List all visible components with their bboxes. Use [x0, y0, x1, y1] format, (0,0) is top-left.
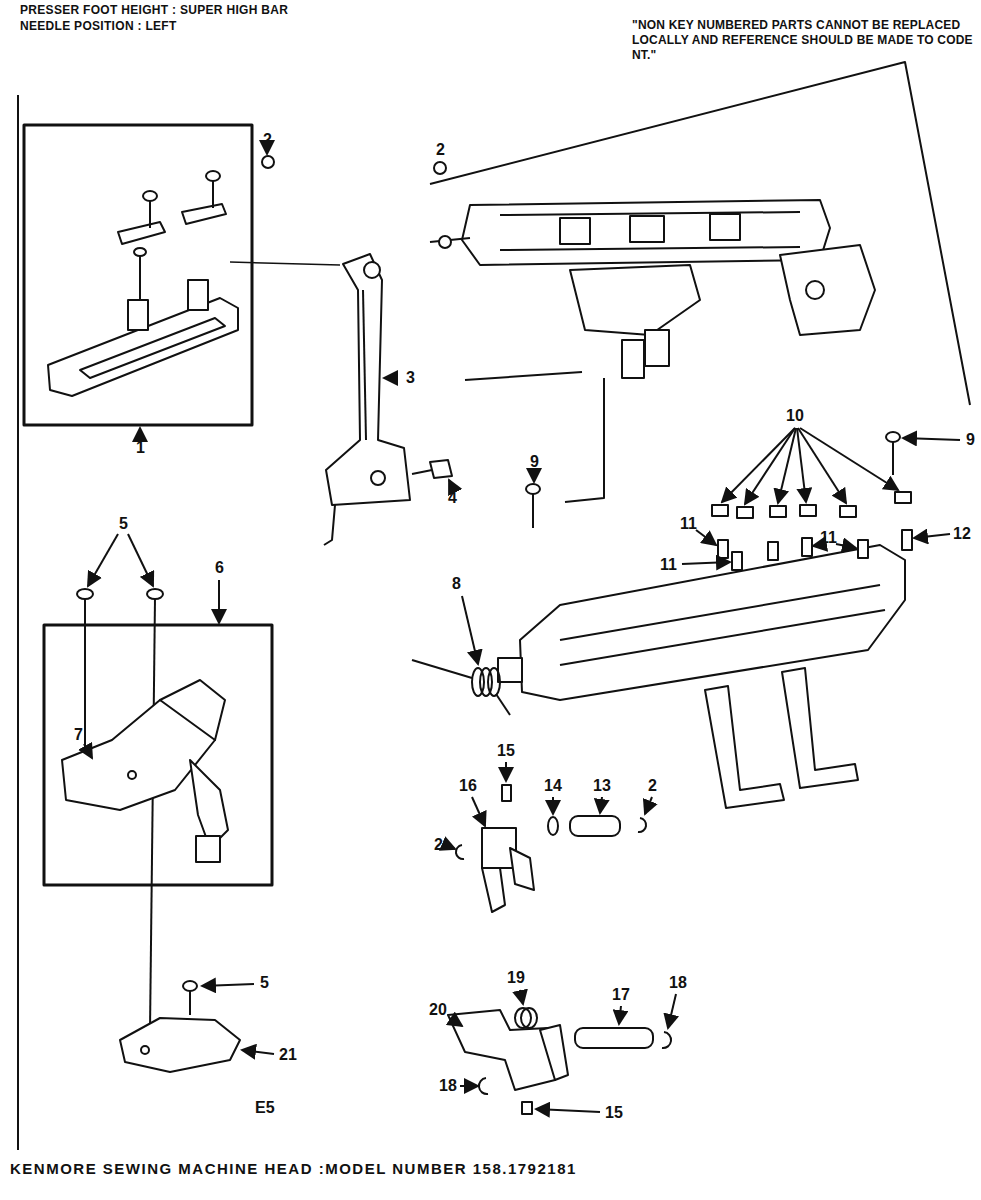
- callout-number: 21: [279, 1046, 297, 1064]
- callout-number: 14: [544, 777, 562, 795]
- callout-number: 6: [215, 559, 224, 577]
- callout-number: 8: [452, 575, 461, 593]
- callout-number: 2: [263, 131, 272, 149]
- callout-number: 1: [136, 439, 145, 457]
- callout-number: 13: [593, 777, 611, 795]
- callout-number: 2: [434, 836, 443, 854]
- callout-number: 11: [660, 556, 677, 574]
- callout-number: 5: [260, 974, 269, 992]
- callout-number: 9: [966, 431, 975, 449]
- callout-number: 11: [680, 515, 697, 533]
- callout-number: E5: [255, 1099, 275, 1117]
- callout-number: 15: [497, 742, 515, 760]
- callout-number: 9: [530, 453, 539, 471]
- callout-number: 15: [605, 1104, 623, 1122]
- callout-number: 11: [820, 529, 837, 547]
- callout-number: 3: [406, 369, 415, 387]
- callout-number: 17: [612, 986, 630, 1004]
- note-text: "NON KEY NUMBERED PARTS CANNOT BE REPLAC…: [632, 18, 977, 63]
- callout-number: 4: [448, 489, 457, 507]
- callout-number: 5: [119, 515, 128, 533]
- callout-number: 2: [648, 777, 657, 795]
- callout-number: 20: [429, 1001, 447, 1019]
- callout-number: 2: [436, 141, 445, 159]
- callout-number: 19: [507, 969, 525, 987]
- caption: KENMORE SEWING MACHINE HEAD :MODEL NUMBE…: [10, 1160, 577, 1177]
- callout-number: 12: [953, 525, 971, 543]
- header-text: NEEDLE POSITION : LEFT: [20, 20, 177, 34]
- callout-number: 18: [669, 974, 687, 992]
- callout-number: 10: [786, 407, 804, 425]
- callout-number: 18: [439, 1077, 457, 1095]
- callout-number: 7: [74, 726, 83, 744]
- header-text: PRESSER FOOT HEIGHT : SUPER HIGH BAR: [20, 4, 288, 18]
- callout-number: 16: [459, 777, 477, 795]
